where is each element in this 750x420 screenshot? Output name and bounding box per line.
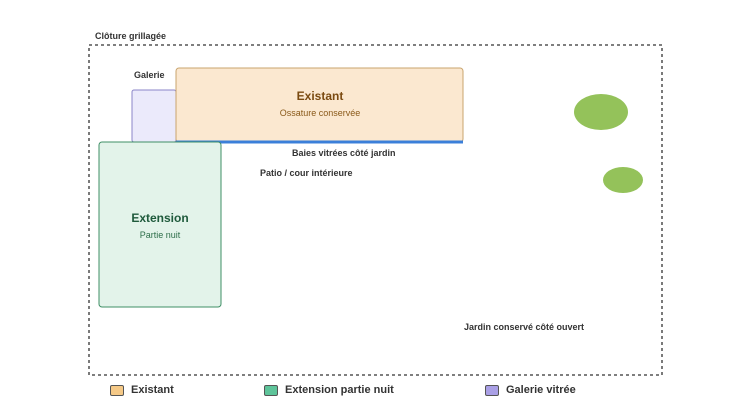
- garden-label: Jardin conservé côté ouvert: [464, 322, 584, 332]
- legend: Existant Extension partie nuit Galerie v…: [0, 384, 750, 400]
- fence-label: Clôture grillagée: [95, 31, 166, 41]
- legend-swatch-gallery: [485, 384, 499, 396]
- legend-label-extension: Extension partie nuit: [285, 384, 394, 396]
- legend-item-extension: Extension partie nuit: [264, 384, 394, 396]
- existing-subtitle: Ossature conservée: [280, 108, 361, 118]
- extension-block: [98, 141, 222, 308]
- legend-label-existing: Existant: [131, 384, 174, 396]
- tree-small: [603, 167, 643, 193]
- site-plan: Clôture grillagée Galerie Existant Ossat…: [88, 31, 663, 376]
- fence-boundary: [88, 44, 663, 376]
- tree-large: [574, 94, 628, 130]
- legend-item-gallery: Galerie vitrée: [485, 384, 576, 396]
- extension-title: Extension: [131, 211, 188, 225]
- patio-label: Patio / cour intérieure: [260, 168, 353, 178]
- legend-swatch-existing: [110, 384, 124, 396]
- gallery-label: Galerie: [134, 70, 165, 80]
- extension-subtitle: Partie nuit: [140, 230, 181, 240]
- gallery-block: [131, 89, 177, 143]
- legend-item-existing: Existant: [110, 384, 174, 396]
- existing-block: [175, 67, 464, 143]
- bay-windows-label: Baies vitrées côté jardin: [292, 148, 396, 158]
- legend-swatch-extension: [264, 384, 278, 396]
- legend-label-gallery: Galerie vitrée: [506, 384, 576, 396]
- existing-title: Existant: [297, 89, 344, 103]
